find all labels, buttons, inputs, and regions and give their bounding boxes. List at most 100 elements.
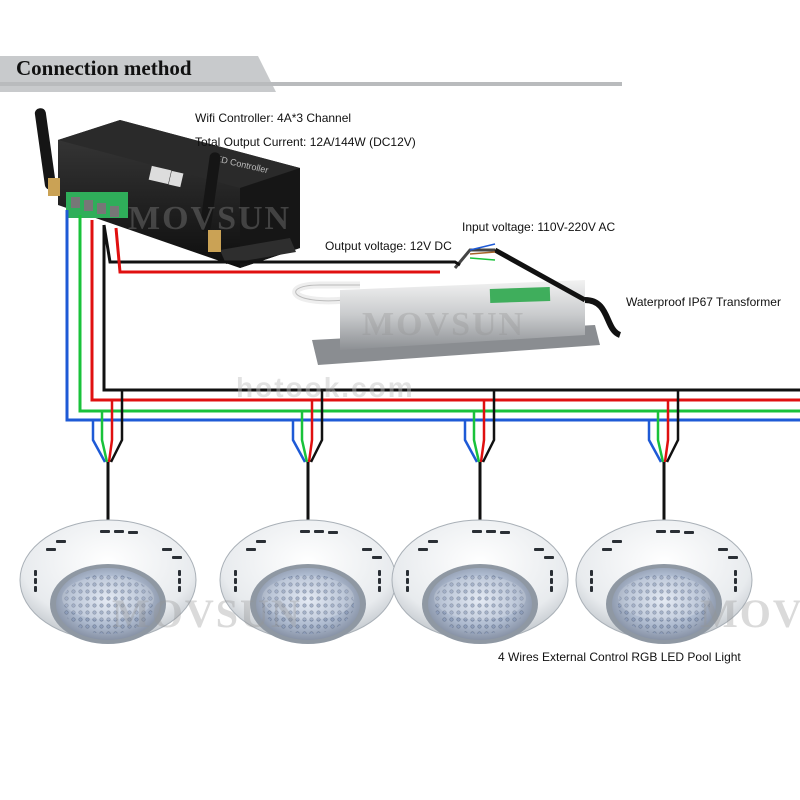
vent-slot — [728, 556, 738, 559]
vent-slot — [178, 570, 181, 576]
vent-slot — [246, 548, 256, 551]
led-array — [434, 574, 526, 634]
vent-slot — [314, 530, 324, 533]
lens-glare — [434, 576, 526, 620]
vent-slot — [406, 570, 409, 576]
vent-slot — [178, 578, 181, 584]
pool-light — [391, 519, 569, 644]
vent-slot — [34, 586, 37, 592]
wire-strand — [309, 390, 324, 463]
wire-strand — [107, 400, 114, 463]
page-title: Connection method — [16, 56, 192, 80]
wifi-controller: LED Controller — [34, 108, 300, 268]
vent-slot — [590, 578, 593, 584]
vent-slot — [378, 570, 381, 576]
input-voltage-label: Input voltage: 110V-220V AC — [462, 220, 616, 234]
vent-slot — [656, 530, 666, 533]
wire-drop — [291, 390, 324, 522]
vent-slot — [56, 540, 66, 543]
vent-slot — [734, 578, 737, 584]
pool-light-label: 4 Wires External Control RGB LED Pool Li… — [498, 650, 741, 664]
controller-current-label: Total Output Current: 12A/144W (DC12V) — [195, 135, 416, 149]
vent-slot — [372, 556, 382, 559]
vent-slot — [34, 570, 37, 576]
watermark-brand-bottom: MOVSUN — [112, 591, 302, 636]
vent-slot — [534, 548, 544, 551]
vent-slot — [428, 540, 438, 543]
vent-slot — [590, 586, 593, 592]
vent-slot — [300, 530, 310, 533]
led-array — [262, 574, 354, 634]
watermark-brand-top: MOVSUN — [128, 200, 292, 237]
vent-slot — [486, 530, 496, 533]
wire-strand — [481, 390, 496, 463]
vent-slot — [256, 540, 266, 543]
wire-strand — [109, 390, 124, 463]
vent-slot — [406, 586, 409, 592]
vent-slot — [734, 570, 737, 576]
vent-slot — [162, 548, 172, 551]
controller-wires — [65, 210, 800, 422]
wire-strand — [100, 411, 109, 463]
vent-slot — [550, 586, 553, 592]
wire-strand — [472, 411, 481, 463]
led-array — [62, 574, 154, 634]
transformer — [292, 243, 622, 365]
wire-strand — [291, 420, 307, 463]
vent-slot — [590, 570, 593, 576]
pool-light — [575, 519, 753, 644]
wire-drop — [463, 390, 496, 522]
vent-slot — [718, 548, 728, 551]
vent-slot — [234, 578, 237, 584]
antenna-left — [34, 108, 60, 196]
lens-glare — [62, 576, 154, 620]
vent-slot — [550, 578, 553, 584]
vent-slot — [378, 586, 381, 592]
wire-strand — [300, 411, 309, 463]
vent-slot — [34, 578, 37, 584]
wire-strand — [656, 411, 665, 463]
wire-strand — [663, 400, 670, 463]
watermark-site: hotook.com — [236, 372, 415, 403]
transformer-label: Waterproof IP67 Transformer — [626, 295, 781, 309]
watermark-brand-mid: MOVSUN — [362, 306, 526, 343]
vent-slot — [114, 530, 124, 533]
vent-slot — [472, 530, 482, 533]
lens-glare — [618, 576, 710, 620]
wire-drops — [91, 390, 680, 522]
controller-title-label: Wifi Controller: 4A*3 Channel — [195, 111, 352, 125]
vent-slot — [328, 531, 338, 534]
vent-slot — [612, 540, 622, 543]
vent-slot — [178, 586, 181, 592]
output-voltage-label: Output voltage: 12V DC — [325, 239, 452, 253]
wire-strand — [479, 400, 486, 463]
watermark-brand-partial: MOV — [700, 591, 800, 636]
vent-slot — [684, 531, 694, 534]
vent-slot — [128, 531, 138, 534]
vent-slot — [418, 548, 428, 551]
vent-slot — [500, 531, 510, 534]
wire-drop — [91, 390, 124, 522]
antenna-right — [199, 152, 221, 252]
pool-lights — [19, 519, 753, 644]
header-band — [0, 56, 622, 92]
pool-light — [19, 519, 197, 644]
vent-slot — [172, 556, 182, 559]
wire-strand — [307, 400, 314, 463]
wire-strand — [665, 390, 680, 463]
vent-slot — [670, 530, 680, 533]
vent-slot — [602, 548, 612, 551]
vent-slot — [734, 586, 737, 592]
vent-slot — [362, 548, 372, 551]
terminal-block — [66, 192, 128, 218]
vent-slot — [378, 578, 381, 584]
vent-slot — [46, 548, 56, 551]
vent-slot — [406, 578, 409, 584]
lens-glare — [262, 576, 354, 620]
vent-slot — [100, 530, 110, 533]
vent-slot — [544, 556, 554, 559]
vent-slot — [234, 586, 237, 592]
vent-slot — [550, 570, 553, 576]
wire-drop — [647, 390, 680, 522]
